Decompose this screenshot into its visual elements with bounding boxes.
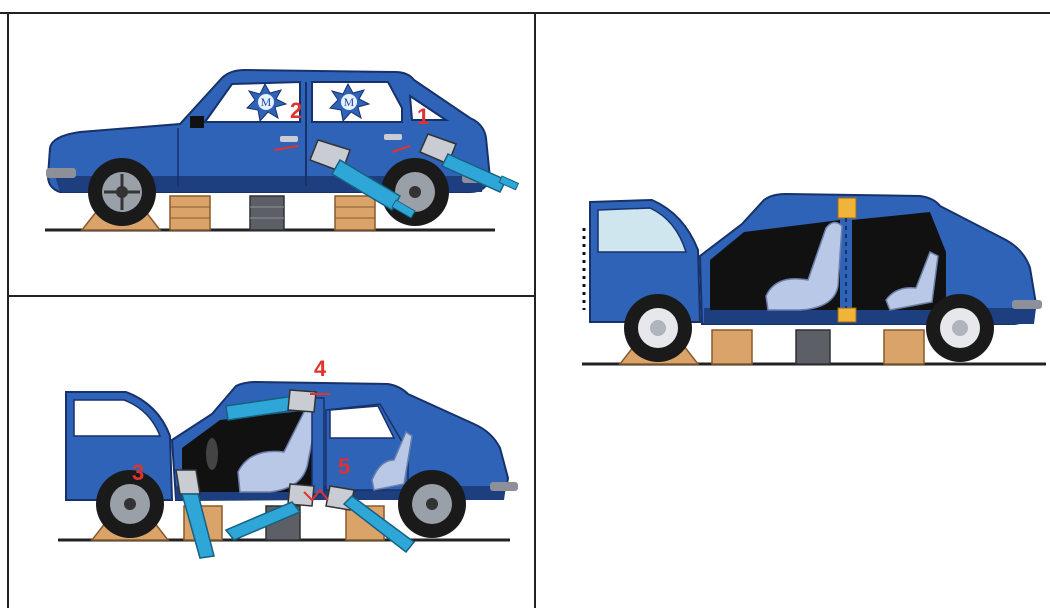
front-wheel-panel-3 bbox=[624, 294, 692, 362]
front-wheel-panel-2 bbox=[96, 470, 164, 538]
rear-wheel-panel-3 bbox=[926, 294, 994, 362]
step-label-5: 5 bbox=[338, 454, 350, 479]
car-body-panel-3 bbox=[700, 194, 1042, 324]
support-wood-stack bbox=[170, 196, 210, 230]
support-metal-stand bbox=[250, 196, 284, 230]
rear-wheel-panel-2 bbox=[398, 470, 466, 538]
panel-step-3-4-5: 4 3 5 bbox=[58, 356, 518, 558]
panel-step-1-2: M M 2 1 bbox=[45, 70, 518, 230]
support-metal-stand bbox=[796, 330, 830, 364]
step-label-4: 4 bbox=[314, 356, 327, 381]
step-label-1: 1 bbox=[417, 104, 429, 129]
badge-label: M bbox=[344, 95, 355, 109]
support-rear-wood-stack bbox=[335, 196, 375, 230]
support-wood-stack bbox=[712, 330, 752, 364]
step-label-3: 3 bbox=[132, 460, 144, 485]
car-body-panel-2 bbox=[172, 382, 518, 500]
badge-label: M bbox=[261, 95, 272, 109]
step-label-2: 2 bbox=[290, 98, 302, 123]
panel-result bbox=[582, 194, 1046, 364]
front-wheel-panel-1 bbox=[88, 158, 156, 226]
support-rear-wood-stack bbox=[884, 330, 924, 364]
